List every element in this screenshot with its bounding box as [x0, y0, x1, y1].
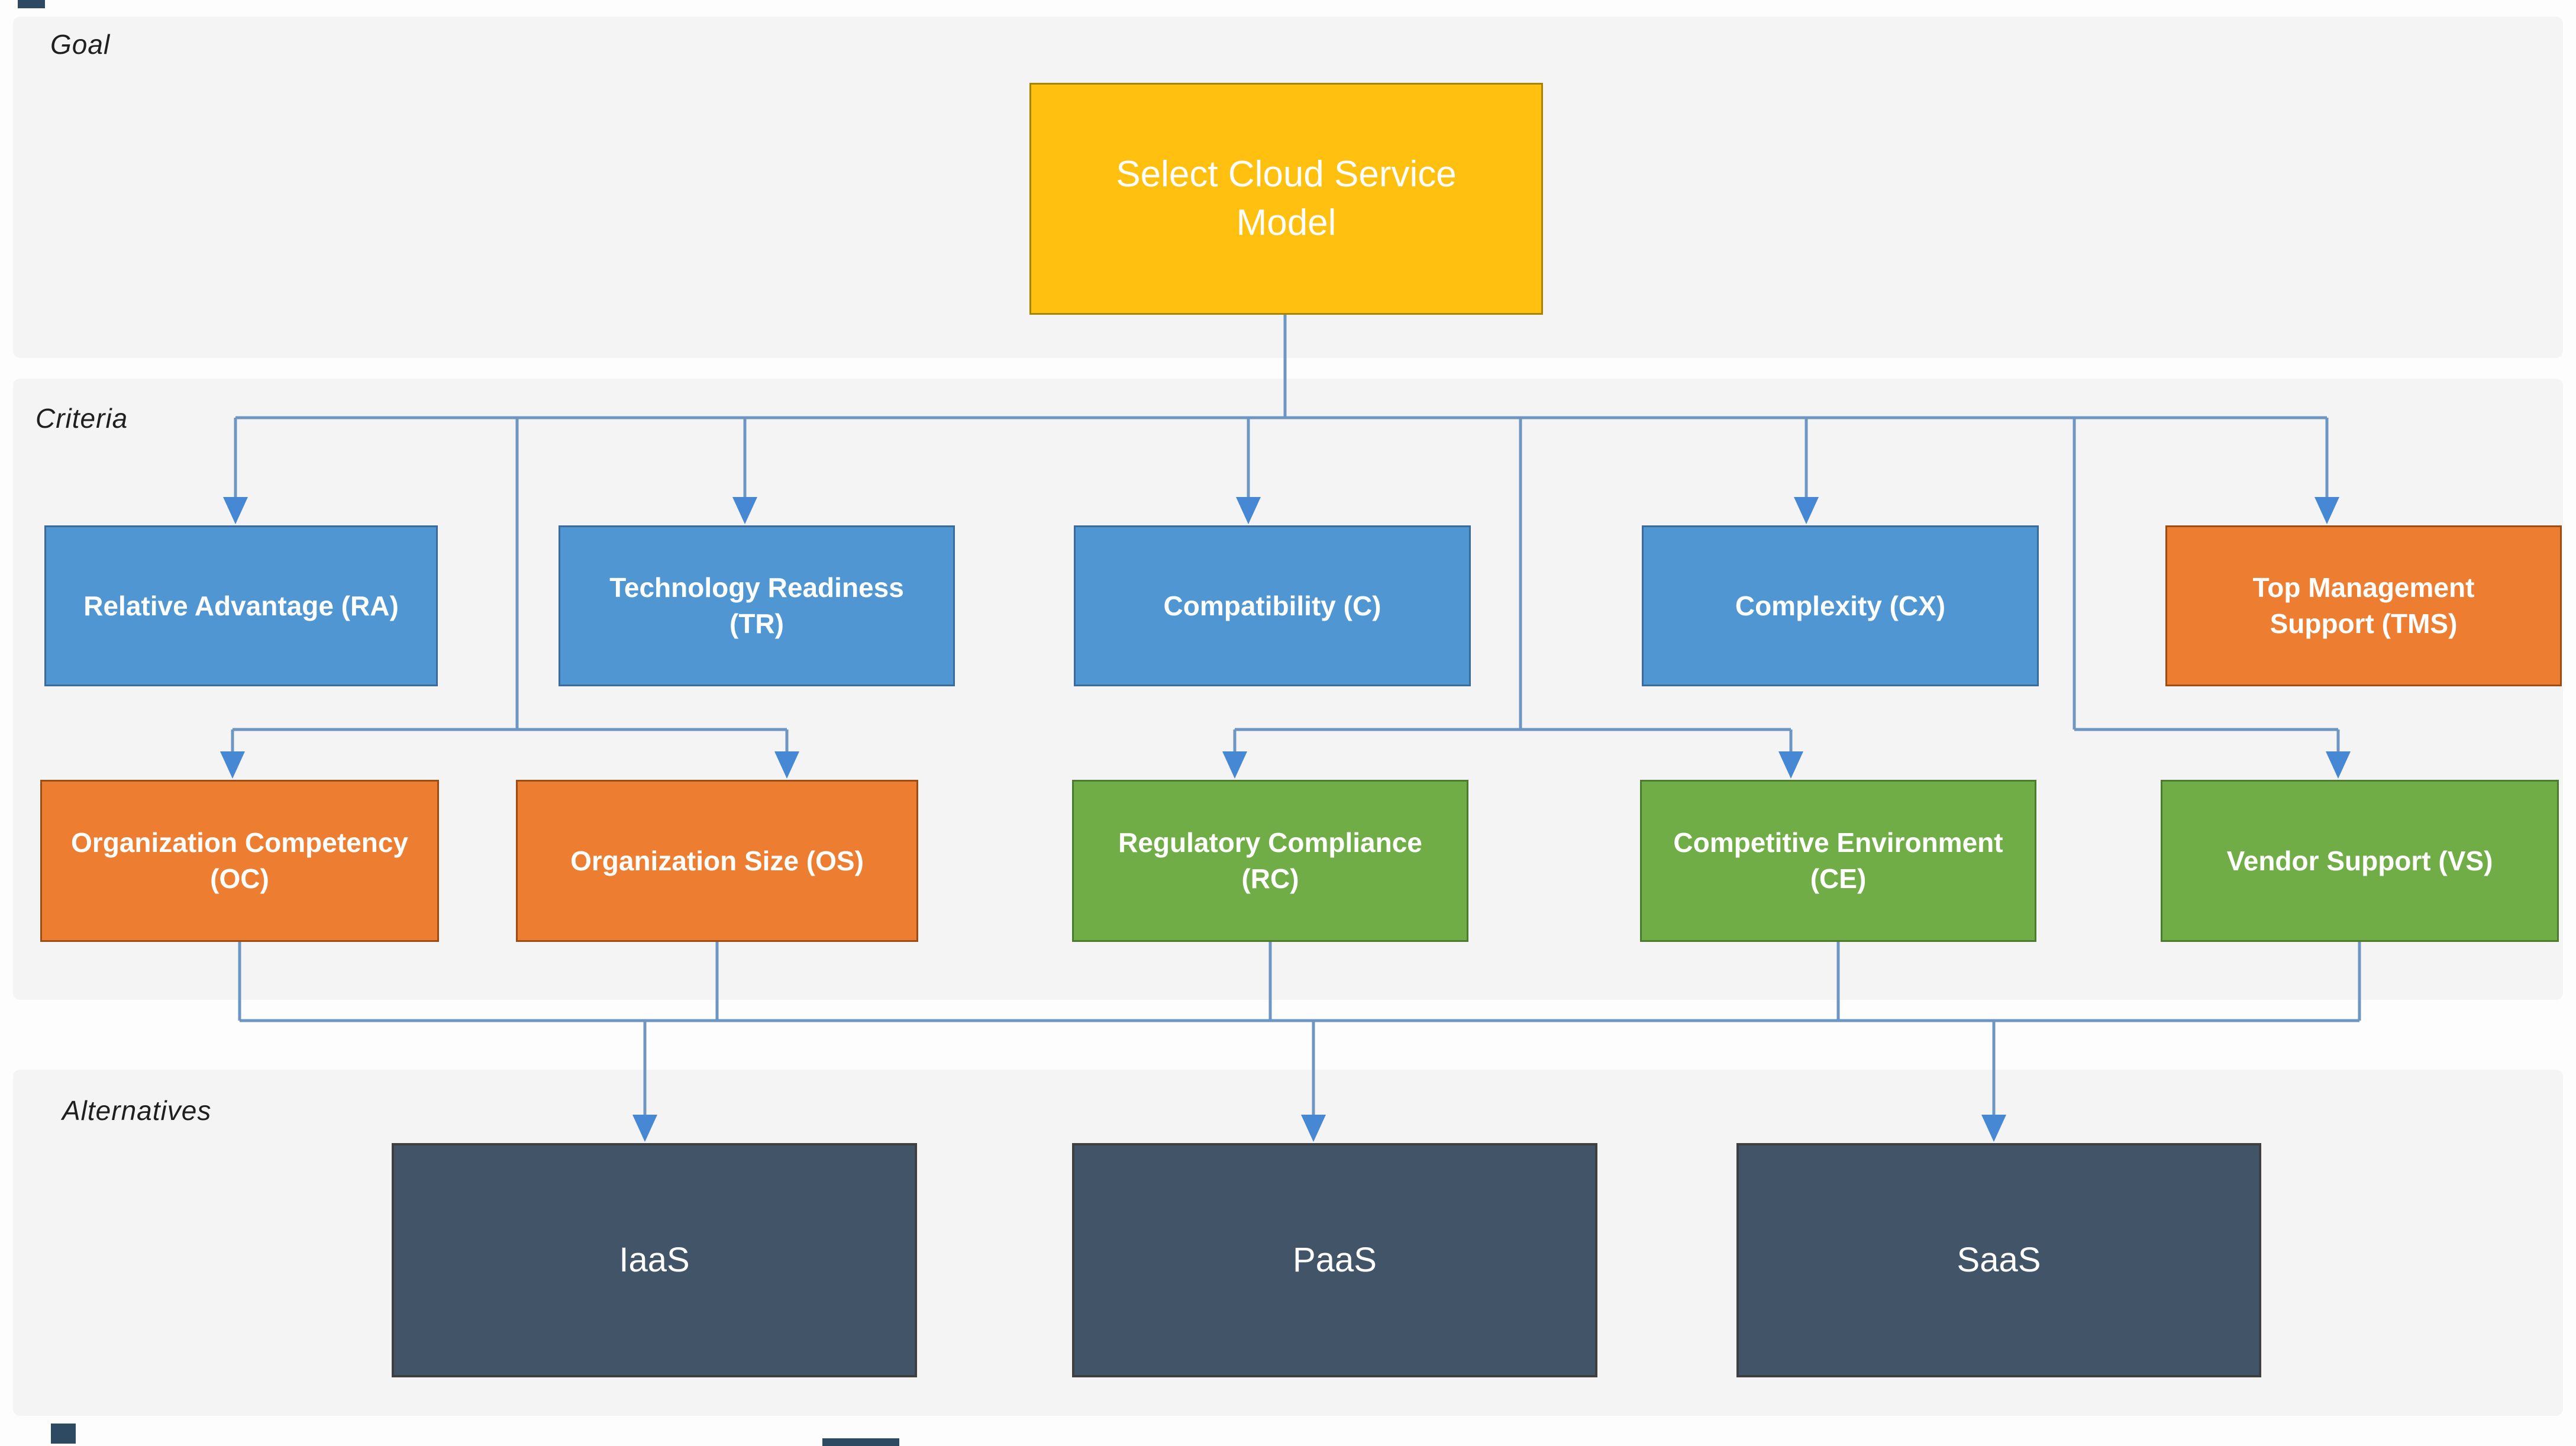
criteria-node-technology-readiness: Technology Readiness (TR)	[559, 525, 955, 686]
criteria-node-competitive-environment: Competitive Environment (CE)	[1640, 780, 2036, 942]
criteria-node-top-management-support: Top Management Support (TMS)	[2165, 525, 2562, 686]
screenshot-edge-artifact	[822, 1438, 899, 1446]
alternative-node-iaas: IaaS	[392, 1143, 917, 1377]
goal-section-label: Goal	[50, 29, 111, 60]
criteria-node-relative-advantage: Relative Advantage (RA)	[44, 525, 438, 686]
alternative-node-saas: SaaS	[1736, 1143, 2261, 1377]
criteria-node-regulatory-compliance: Regulatory Compliance (RC)	[1072, 780, 1468, 942]
alternatives-section-label: Alternatives	[62, 1095, 212, 1126]
criteria-node-organization-competency: Organization Competency (OC)	[40, 780, 439, 942]
alternative-node-paas: PaaS	[1072, 1143, 1597, 1377]
criteria-node-complexity: Complexity (CX)	[1642, 525, 2039, 686]
criteria-node-compatibility: Compatibility (C)	[1074, 525, 1471, 686]
goal-node: Select Cloud Service Model	[1029, 83, 1543, 315]
criteria-node-vendor-support: Vendor Support (VS)	[2161, 780, 2559, 942]
screenshot-edge-artifact	[18, 0, 45, 8]
screenshot-edge-artifact	[51, 1424, 76, 1444]
criteria-node-organization-size: Organization Size (OS)	[516, 780, 918, 942]
criteria-section-label: Criteria	[35, 403, 128, 434]
